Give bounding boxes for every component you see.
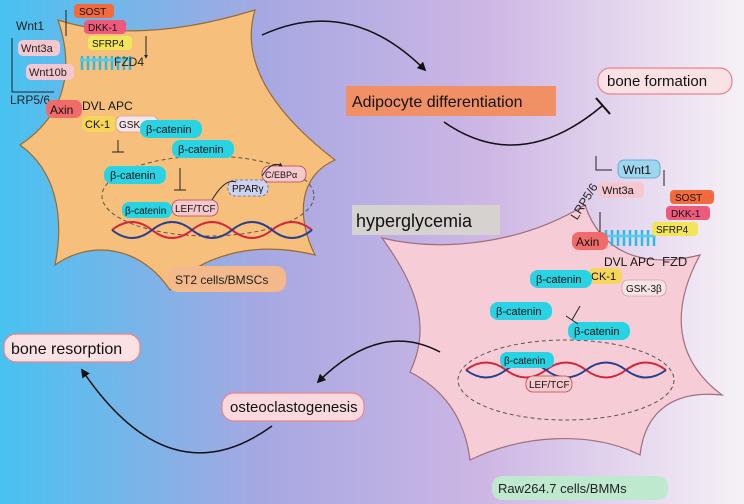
right-beta-catenin-1-label: β-catenin — [536, 274, 581, 286]
right-ck1-box — [588, 268, 622, 284]
left-ppar-box — [227, 179, 269, 197]
right-sfrp-box — [652, 222, 698, 236]
left-ppar-label: PPARγ — [232, 184, 264, 195]
bone-resorption-label: bone resorption — [11, 341, 122, 358]
adipocyte-box — [346, 86, 556, 116]
left-sost-box — [74, 4, 114, 18]
left-caption-box — [168, 266, 286, 292]
right-wnt3a-label: Wnt3a — [602, 185, 635, 197]
right-beta-catenin-2-label: β-catenin — [496, 306, 541, 318]
left-beta-catenin-1-label: β-catenin — [146, 124, 191, 136]
left-wnt10b-label: Wnt10b — [29, 67, 67, 79]
left-axin-label: Axin — [50, 103, 73, 117]
left-dkk-box — [84, 20, 126, 34]
osteoclastogenesis-label: osteoclastogenesis — [230, 399, 358, 416]
arrow-to-adipocyte — [261, 20, 427, 72]
left-beta-catenin-3 — [104, 166, 166, 184]
right-sost-label: SOST — [675, 193, 702, 204]
left-dvl-label: DVL — [82, 99, 106, 113]
right-gsk-box — [621, 279, 667, 297]
right-dkk-label: DKK-1 — [671, 209, 701, 220]
adipocyte-inhibits-bone-formation — [443, 105, 603, 146]
right-lef-box — [525, 375, 573, 393]
left-fzd-label: FZD4 — [114, 55, 144, 69]
left-lef-label: LEF/TCF — [175, 204, 216, 215]
left-wnt10b-box — [26, 64, 74, 80]
left-inhibit-ppar — [211, 180, 237, 201]
right-sfrp-label: SFRP4 — [656, 225, 689, 236]
bone-resorption-box — [3, 333, 141, 363]
right-fzd-coil — [604, 230, 656, 246]
right-gsk-label: GSK-3β — [626, 284, 662, 295]
right-caption: Raw264.7 cells/BMMs — [498, 481, 627, 496]
right-ck1-label: CK-1 — [591, 271, 616, 283]
left-ck1-box — [82, 116, 116, 132]
adipocyte-label: Adipocyte differentiation — [352, 94, 522, 111]
left-ligand-line — [11, 38, 54, 93]
left-nuclear-beta-catenin — [122, 202, 172, 218]
right-beta-catenin-2 — [490, 302, 552, 320]
right-gsk-inhibit — [565, 305, 581, 325]
arrow-to-bone-resorption — [80, 368, 273, 454]
right-fzd-label: FZD — [662, 254, 687, 269]
right-apc-label: APC — [630, 255, 655, 269]
left-fzd-coil — [80, 56, 132, 70]
right-nuclear-beta-catenin — [500, 352, 554, 368]
left-dna-strand-2 — [111, 221, 313, 239]
left-sfrp-box — [88, 36, 132, 50]
right-wnt3a-box — [598, 182, 644, 198]
left-ppar-cebp-arrow — [261, 162, 283, 177]
right-beta-catenin-3-label: β-catenin — [574, 326, 619, 338]
osteoclastogenesis-box — [221, 392, 365, 422]
left-beta-catenin-2-label: β-catenin — [178, 144, 223, 156]
left-inner-inhibit — [174, 168, 186, 191]
left-cebp-label: C/EBPα — [265, 170, 297, 180]
left-dkk-label: DKK-1 — [88, 23, 118, 34]
left-caption: ST2 cells/BMSCs — [175, 273, 268, 287]
left-beta-catenin-2 — [172, 140, 234, 158]
bone-formation-label: bone formation — [607, 73, 707, 90]
left-cebp-box — [261, 165, 307, 183]
arrow-to-osteoclastogenesis — [316, 340, 441, 384]
left-beta-catenin-1 — [140, 120, 202, 138]
right-wnt1-label: Wnt1 — [623, 163, 651, 177]
right-nucleus — [457, 339, 675, 421]
left-sost-label: SOST — [79, 7, 106, 18]
right-caption-box — [492, 476, 668, 500]
left-ck1-label: CK-1 — [85, 119, 110, 131]
left-dna-strand-1 — [111, 221, 313, 239]
left-beta-catenin-3-label: β-catenin — [110, 170, 155, 182]
bone-formation-box — [597, 67, 733, 95]
right-axin-box — [572, 232, 608, 250]
right-beta-catenin-3 — [568, 322, 630, 340]
left-nuclear-beta-catenin-label: β-catenin — [125, 206, 166, 217]
right-dvl-label: DVL — [604, 255, 628, 269]
right-ligand-line — [595, 156, 612, 171]
right-lef-label: LEF/TCF — [529, 380, 570, 391]
left-lrp-label: LRP5/6 — [10, 93, 50, 107]
left-axin-box — [46, 100, 82, 118]
left-gsk-label: GSK-3β — [119, 120, 155, 131]
right-beta-catenin-1 — [530, 270, 592, 288]
left-wnt3a-box — [18, 40, 60, 56]
hyperglycemia-label: hyperglycemia — [356, 211, 473, 231]
left-wnt3a-label: Wnt3a — [21, 43, 54, 55]
left-nucleus — [101, 155, 315, 237]
hyperglycemia-box — [352, 205, 500, 235]
left-gsk-inhibit — [112, 140, 124, 153]
right-sost-box — [670, 190, 714, 204]
right-axin-label: Axin — [576, 235, 599, 249]
left-apc-label: APC — [108, 99, 133, 113]
inhibit-bar — [595, 97, 611, 115]
right-dna-strand-1 — [465, 361, 667, 379]
left-lef-box — [171, 199, 219, 217]
left-sfrp-label: SFRP4 — [92, 39, 125, 50]
left-wnt1-label: Wnt1 — [16, 19, 44, 33]
right-wnt1-box — [617, 159, 661, 179]
right-dkk-box — [666, 206, 710, 220]
right-nuclear-beta-catenin-label: β-catenin — [504, 356, 545, 367]
